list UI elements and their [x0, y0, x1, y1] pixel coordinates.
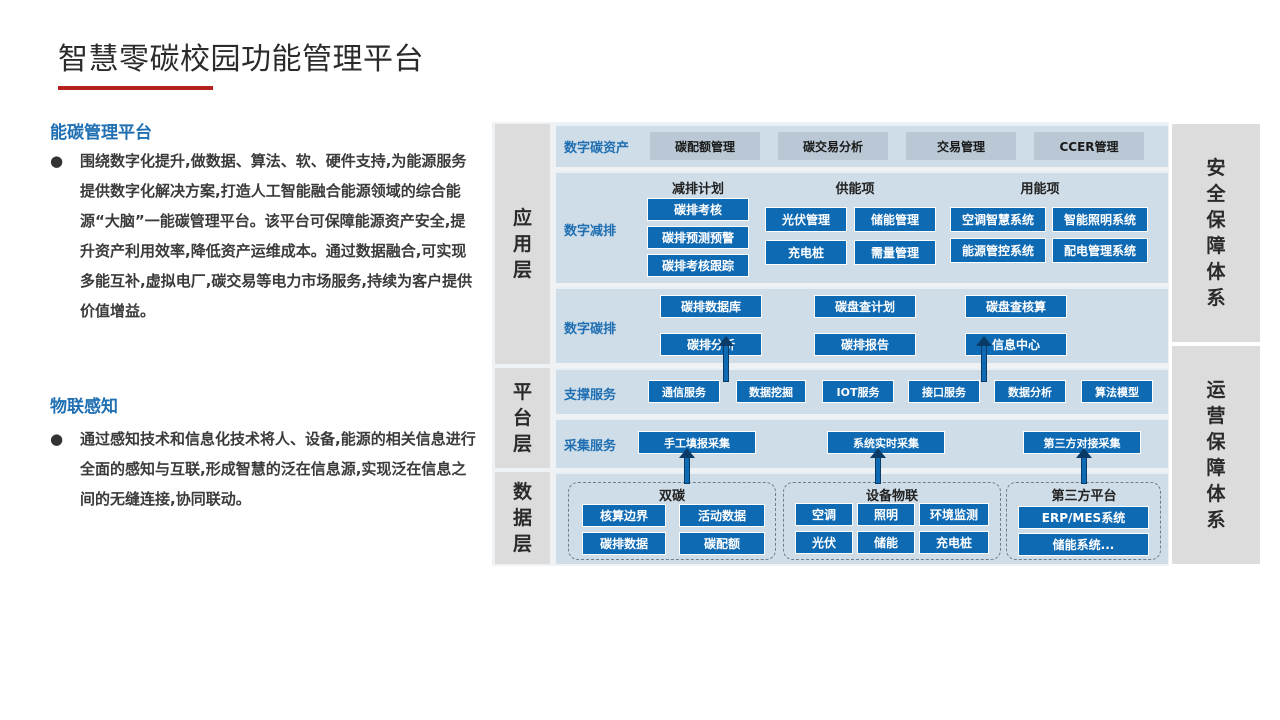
trade-management-button[interactable]: 交易管理 — [906, 132, 1016, 160]
panel-reduction-label: 数字减排 — [564, 224, 617, 239]
demand-management-button[interactable]: 需量管理 — [854, 240, 936, 265]
security-guarantee: 安全保障体系 — [1172, 124, 1260, 342]
page-title: 智慧零碳校园功能管理平台 — [58, 42, 424, 77]
manual-entry-collect-button[interactable]: 手工填报采集 — [638, 431, 756, 454]
carbon-assessment-button[interactable]: 碳排考核 — [647, 198, 749, 221]
arrow-up-icon — [679, 448, 695, 484]
ccer-management-button[interactable]: CCER管理 — [1034, 132, 1144, 160]
storage-device-button[interactable]: 储能 — [857, 531, 915, 554]
arrow-up-icon — [1076, 448, 1092, 484]
charging-pile-button[interactable]: 充电桩 — [765, 240, 847, 265]
activity-data-button[interactable]: 活动数据 — [679, 504, 765, 527]
pv-management-button[interactable]: 光伏管理 — [765, 207, 847, 232]
arrow-up-icon — [718, 336, 734, 382]
ops-guarantee-label: 运营保障体系 — [1206, 379, 1226, 531]
layer-data: 数据层 — [495, 472, 550, 564]
layer-data-label: 数据层 — [512, 481, 532, 555]
carbon-forecast-warning-button[interactable]: 碳排预测预警 — [647, 226, 749, 249]
title-underline — [58, 86, 213, 90]
carbon-inventory-plan-button[interactable]: 碳盘查计划 — [814, 295, 916, 318]
charging-pile-device-button[interactable]: 充电桩 — [919, 531, 989, 554]
panel-collect-label: 采集服务 — [564, 439, 617, 454]
storage-management-button[interactable]: 储能管理 — [854, 207, 936, 232]
panel-carbon-assets-label: 数字碳资产 — [564, 141, 630, 156]
third-party-collect-button[interactable]: 第三方对接采集 — [1023, 431, 1141, 454]
bullet-energy-carbon: ● 围绕数字化提升,做数据、算法、软、硬件支持,为能源服务提供数字化解决方案,打… — [50, 146, 478, 326]
carbon-quota-button[interactable]: 碳配额管理 — [650, 132, 760, 160]
group-device-iot-head: 设备物联 — [865, 489, 918, 504]
carbon-trade-analysis-button[interactable]: 碳交易分析 — [778, 132, 888, 160]
energy-control-system-button[interactable]: 能源管控系统 — [950, 238, 1046, 263]
iot-service-button[interactable]: IOT服务 — [822, 380, 894, 403]
bullet-text-iot: 通过感知技术和信息化技术将人、设备,能源的相关信息进行全面的感知与互联,形成智慧… — [80, 430, 476, 508]
data-mining-button[interactable]: 数据挖掘 — [736, 380, 806, 403]
carbon-quota-data-button[interactable]: 碳配额 — [679, 532, 765, 555]
lighting-device-button[interactable]: 照明 — [857, 503, 915, 526]
panel-emission-label: 数字碳排 — [564, 322, 617, 337]
section-heading-iot: 物联感知 — [50, 397, 118, 417]
security-guarantee-label: 安全保障体系 — [1206, 157, 1226, 309]
realtime-collect-button[interactable]: 系统实时采集 — [827, 431, 945, 454]
carbon-report-button[interactable]: 碳排报告 — [814, 333, 916, 356]
section-heading-energy-carbon: 能碳管理平台 — [50, 123, 152, 143]
layer-app-label: 应用层 — [512, 207, 532, 281]
accounting-boundary-button[interactable]: 核算边界 — [582, 504, 666, 527]
group-device-iot — [783, 482, 1001, 560]
bullet-text-energy-carbon: 围绕数字化提升,做数据、算法、软、硬件支持,为能源服务提供数字化解决方案,打造人… — [80, 152, 473, 320]
communication-service-button[interactable]: 通信服务 — [648, 380, 720, 403]
use-items-head: 用能项 — [1020, 182, 1060, 197]
smart-lighting-system-button[interactable]: 智能照明系统 — [1052, 207, 1148, 232]
bullet-dot-icon: ● — [50, 430, 64, 448]
group-third-party-head: 第三方平台 — [1051, 489, 1117, 504]
group-dual-carbon — [568, 482, 776, 560]
layer-app: 应用层 — [495, 124, 550, 364]
erp-mes-system-button[interactable]: ERP/MES系统 — [1018, 506, 1149, 529]
ops-guarantee: 运营保障体系 — [1172, 346, 1260, 564]
pv-device-button[interactable]: 光伏 — [795, 531, 853, 554]
power-distribution-system-button[interactable]: 配电管理系统 — [1052, 238, 1148, 263]
arrow-up-icon — [976, 336, 992, 382]
bullet-iot: ● 通过感知技术和信息化技术将人、设备,能源的相关信息进行全面的感知与互联,形成… — [50, 424, 478, 514]
carbon-analysis-button[interactable]: 碳排分析 — [660, 333, 762, 356]
carbon-inventory-accounting-button[interactable]: 碳盘查核算 — [965, 295, 1067, 318]
bullet-dot-icon: ● — [50, 152, 64, 170]
arrow-up-icon — [870, 448, 886, 484]
algorithm-model-button[interactable]: 算法模型 — [1081, 380, 1153, 403]
interface-service-button[interactable]: 接口服务 — [908, 380, 980, 403]
reduction-plan-head: 减排计划 — [671, 182, 724, 197]
group-dual-carbon-head: 双碳 — [658, 489, 685, 504]
env-monitor-device-button[interactable]: 环境监测 — [919, 503, 989, 526]
carbon-assessment-tracking-button[interactable]: 碳排考核跟踪 — [647, 254, 749, 277]
hvac-device-button[interactable]: 空调 — [795, 503, 853, 526]
layer-platform-label: 平台层 — [512, 381, 532, 455]
panel-support-label: 支撑服务 — [564, 388, 617, 403]
supply-items-head: 供能项 — [835, 182, 875, 197]
layer-platform: 平台层 — [495, 368, 550, 468]
hvac-smart-system-button[interactable]: 空调智慧系统 — [950, 207, 1046, 232]
data-analysis-button[interactable]: 数据分析 — [994, 380, 1066, 403]
storage-system-button[interactable]: 储能系统... — [1018, 533, 1149, 556]
carbon-database-button[interactable]: 碳排数据库 — [660, 295, 762, 318]
carbon-data-button[interactable]: 碳排数据 — [582, 532, 666, 555]
